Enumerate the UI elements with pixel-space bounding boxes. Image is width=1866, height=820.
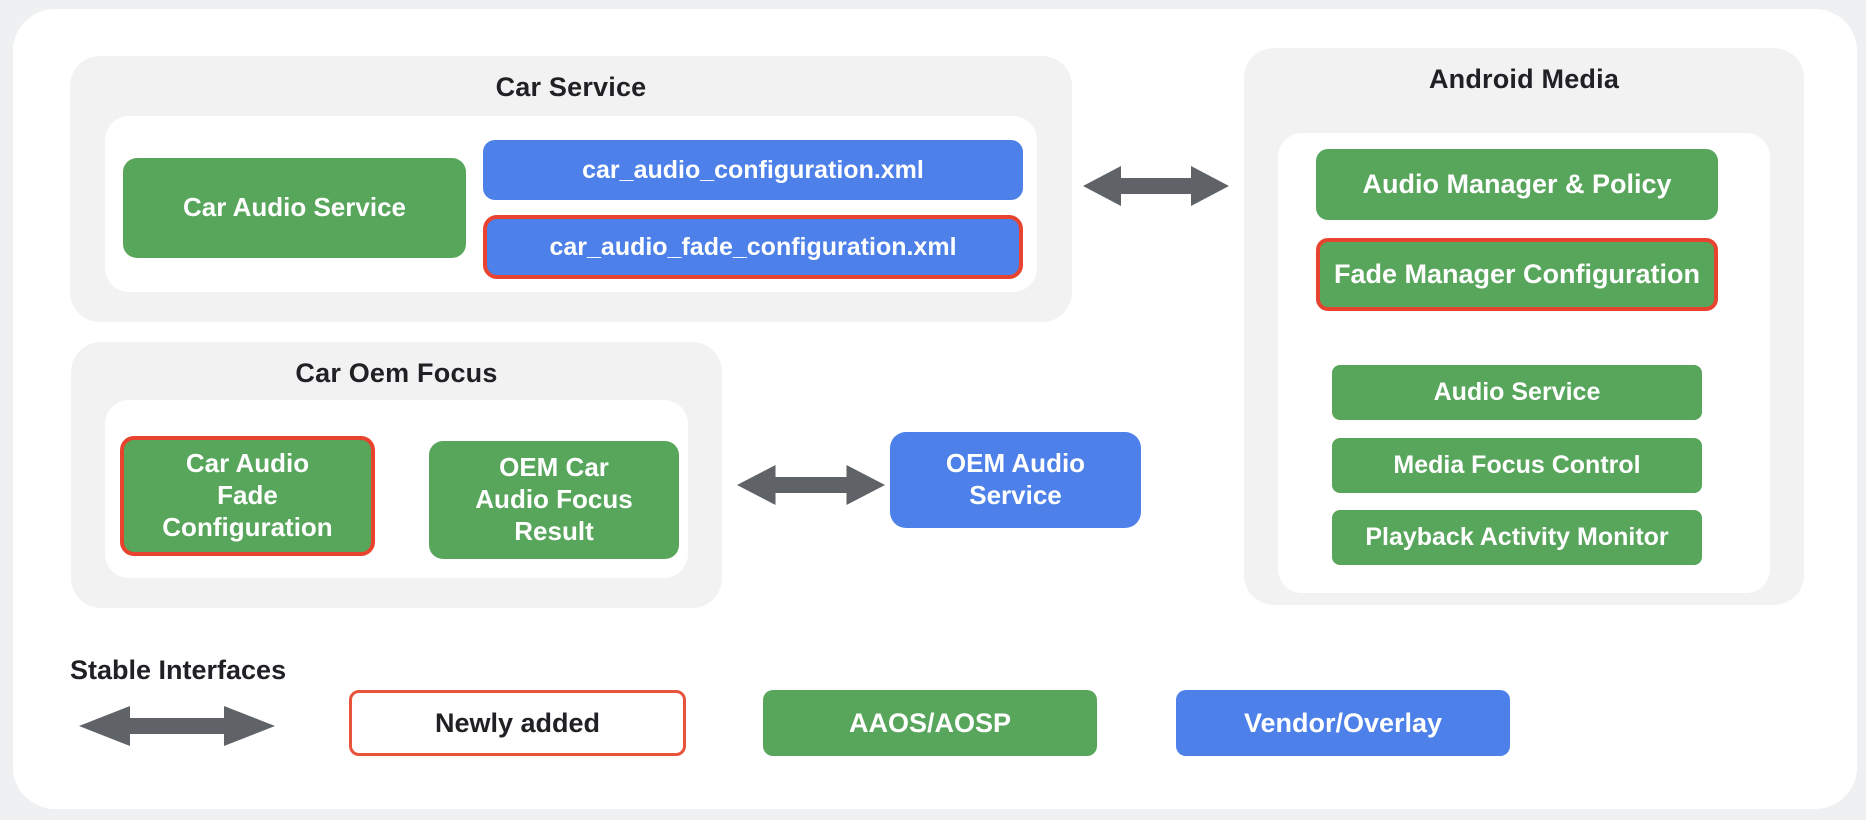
group-car-oem-focus: Car Oem Focus Car Audio Fade Configurati… xyxy=(71,342,722,608)
box-media-focus-control-label: Media Focus Control xyxy=(1393,451,1641,480)
bidirectional-arrow-icon xyxy=(79,704,275,748)
group-car-service: Car Service Car Audio Service car_audio_… xyxy=(70,56,1072,322)
box-car-audio-fade-configuration-xml: car_audio_fade_configuration.xml xyxy=(483,215,1023,279)
box-car-audio-fade-configuration-xml-label: car_audio_fade_configuration.xml xyxy=(549,232,957,261)
box-audio-manager-policy-label: Audio Manager & Policy xyxy=(1362,169,1672,200)
box-oem-audio-service-label: OEM Audio Service xyxy=(945,448,1086,510)
box-car-audio-configuration-xml-label: car_audio_configuration.xml xyxy=(582,155,924,184)
box-audio-manager-policy: Audio Manager & Policy xyxy=(1316,149,1718,220)
legend-newly-added-label: Newly added xyxy=(434,707,601,738)
legend-vendor-overlay: Vendor/Overlay xyxy=(1176,690,1510,756)
box-car-audio-service-label: Car Audio Service xyxy=(182,192,406,223)
box-car-audio-configuration-xml: car_audio_configuration.xml xyxy=(483,140,1023,200)
group-title-android-media: Android Media xyxy=(1428,64,1620,94)
legend-aaos-aosp-label: AAOS/AOSP xyxy=(848,707,1012,738)
group-title-car-oem-focus: Car Oem Focus xyxy=(295,358,498,388)
legend-stable-interfaces-label: Stable Interfaces xyxy=(70,655,287,685)
box-fade-manager-configuration: Fade Manager Configuration xyxy=(1316,238,1718,311)
box-oem-car-audio-focus-result-label: OEM Car Audio Focus Result xyxy=(475,452,633,546)
group-title-car-service: Car Service xyxy=(495,72,647,102)
box-car-audio-fade-configuration-label: Car Audio Fade Configuration xyxy=(162,448,333,542)
group-android-media: Android Media Audio Manager & Policy Fad… xyxy=(1244,48,1804,605)
bidirectional-arrow-icon xyxy=(1083,164,1229,208)
box-media-focus-control: Media Focus Control xyxy=(1332,438,1702,493)
box-playback-activity-monitor-label: Playback Activity Monitor xyxy=(1365,523,1669,552)
box-car-audio-fade-configuration: Car Audio Fade Configuration xyxy=(120,436,375,556)
bidirectional-arrow-icon xyxy=(737,463,885,507)
legend-newly-added: Newly added xyxy=(349,690,686,756)
box-audio-service-label: Audio Service xyxy=(1433,378,1601,407)
box-car-audio-service: Car Audio Service xyxy=(123,158,466,258)
legend-aaos-aosp: AAOS/AOSP xyxy=(763,690,1097,756)
box-fade-manager-configuration-label: Fade Manager Configuration xyxy=(1333,259,1701,290)
box-oem-audio-service: OEM Audio Service xyxy=(890,432,1141,528)
legend-vendor-overlay-label: Vendor/Overlay xyxy=(1243,707,1443,738)
box-audio-service: Audio Service xyxy=(1332,365,1702,420)
box-oem-car-audio-focus-result: OEM Car Audio Focus Result xyxy=(429,441,679,559)
box-playback-activity-monitor: Playback Activity Monitor xyxy=(1332,510,1702,565)
